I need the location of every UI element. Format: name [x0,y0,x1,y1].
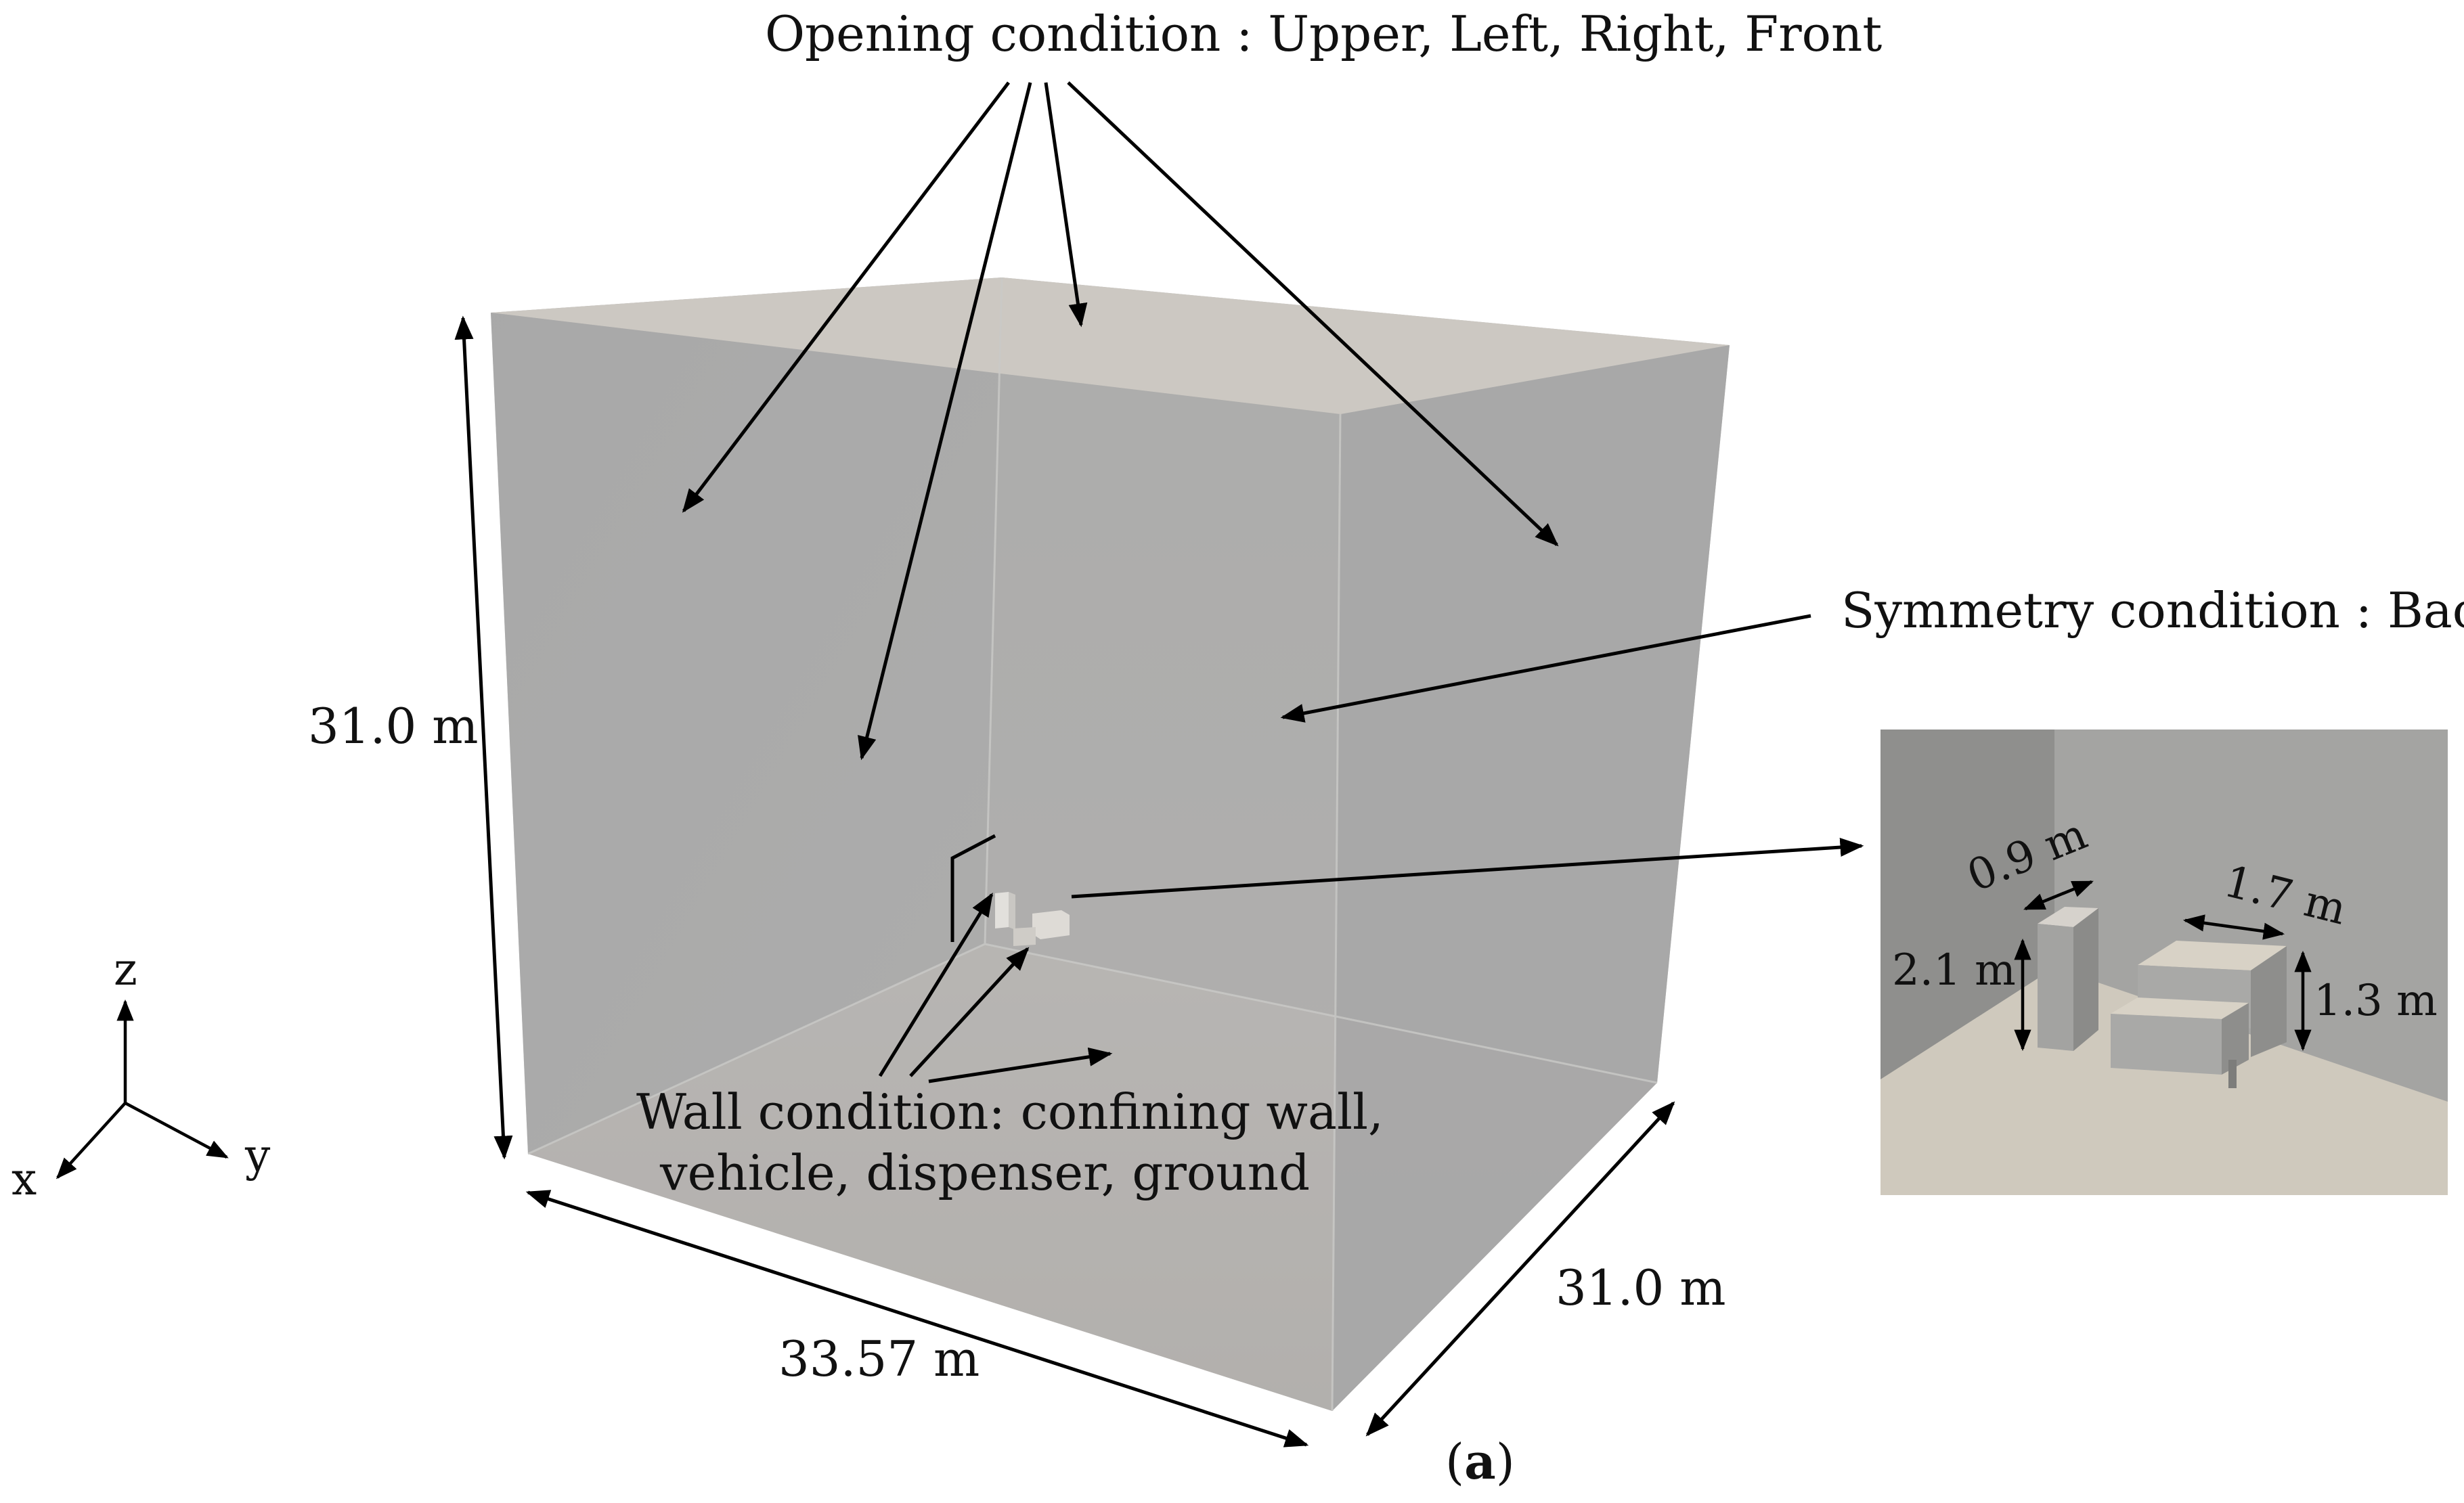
dim-depth-arrow [1365,1101,1675,1437]
inset-vehicle-height-label: 1.3 m [2314,976,2438,1026]
top-face [491,277,1730,414]
axis-y-label: y [244,1129,271,1182]
wall-condition-label-line1: Wall condition: confining wall, [636,1083,1384,1140]
arrow-to-inset [1071,838,1864,899]
length-dimension-label: 33.57 m [778,1330,980,1387]
wall-arrows [878,893,1113,1083]
small-model [950,834,1070,946]
inset-vehicle-width-arrow [2182,914,2285,940]
opening-condition-label: Opening condition : Upper, Left, Right, … [765,5,1882,62]
depth-dimension-label: 31.0 m [1556,1259,1725,1316]
wall-condition-label-line2: vehicle, dispenser, ground [659,1144,1310,1201]
arrow-opening-upper [1044,82,1088,328]
axis-x-label: x [12,1153,37,1205]
arrow-opening-left [682,81,1010,513]
arrow-symmetry [1280,614,1811,723]
dim-height-arrow [454,315,513,1160]
axis-z-label: z [114,943,137,995]
opening-arrows [682,81,1559,761]
dim-length-arrow [525,1190,1309,1448]
inset-dispenser-height-label: 2.1 m [1892,945,2016,995]
arrow-opening-front [858,82,1032,761]
inset-panel: 0.9 m 2.1 m 1.7 m 1.3 m [1880,730,2448,1195]
inset-dispenser [2038,924,2073,1051]
axis-triad: z x y [12,943,271,1205]
front-face [491,313,1340,1411]
inset-dispenser-width-arrow [2023,880,2094,911]
arrow-opening-right [1067,81,1559,547]
height-dimension-label: 31.0 m [308,698,478,755]
figure-caption: (a) [1445,1433,1515,1490]
symmetry-condition-label: Symmetry condition : Back [1841,582,2464,639]
domain-box [491,277,1730,1412]
right-face [1332,345,1730,1411]
